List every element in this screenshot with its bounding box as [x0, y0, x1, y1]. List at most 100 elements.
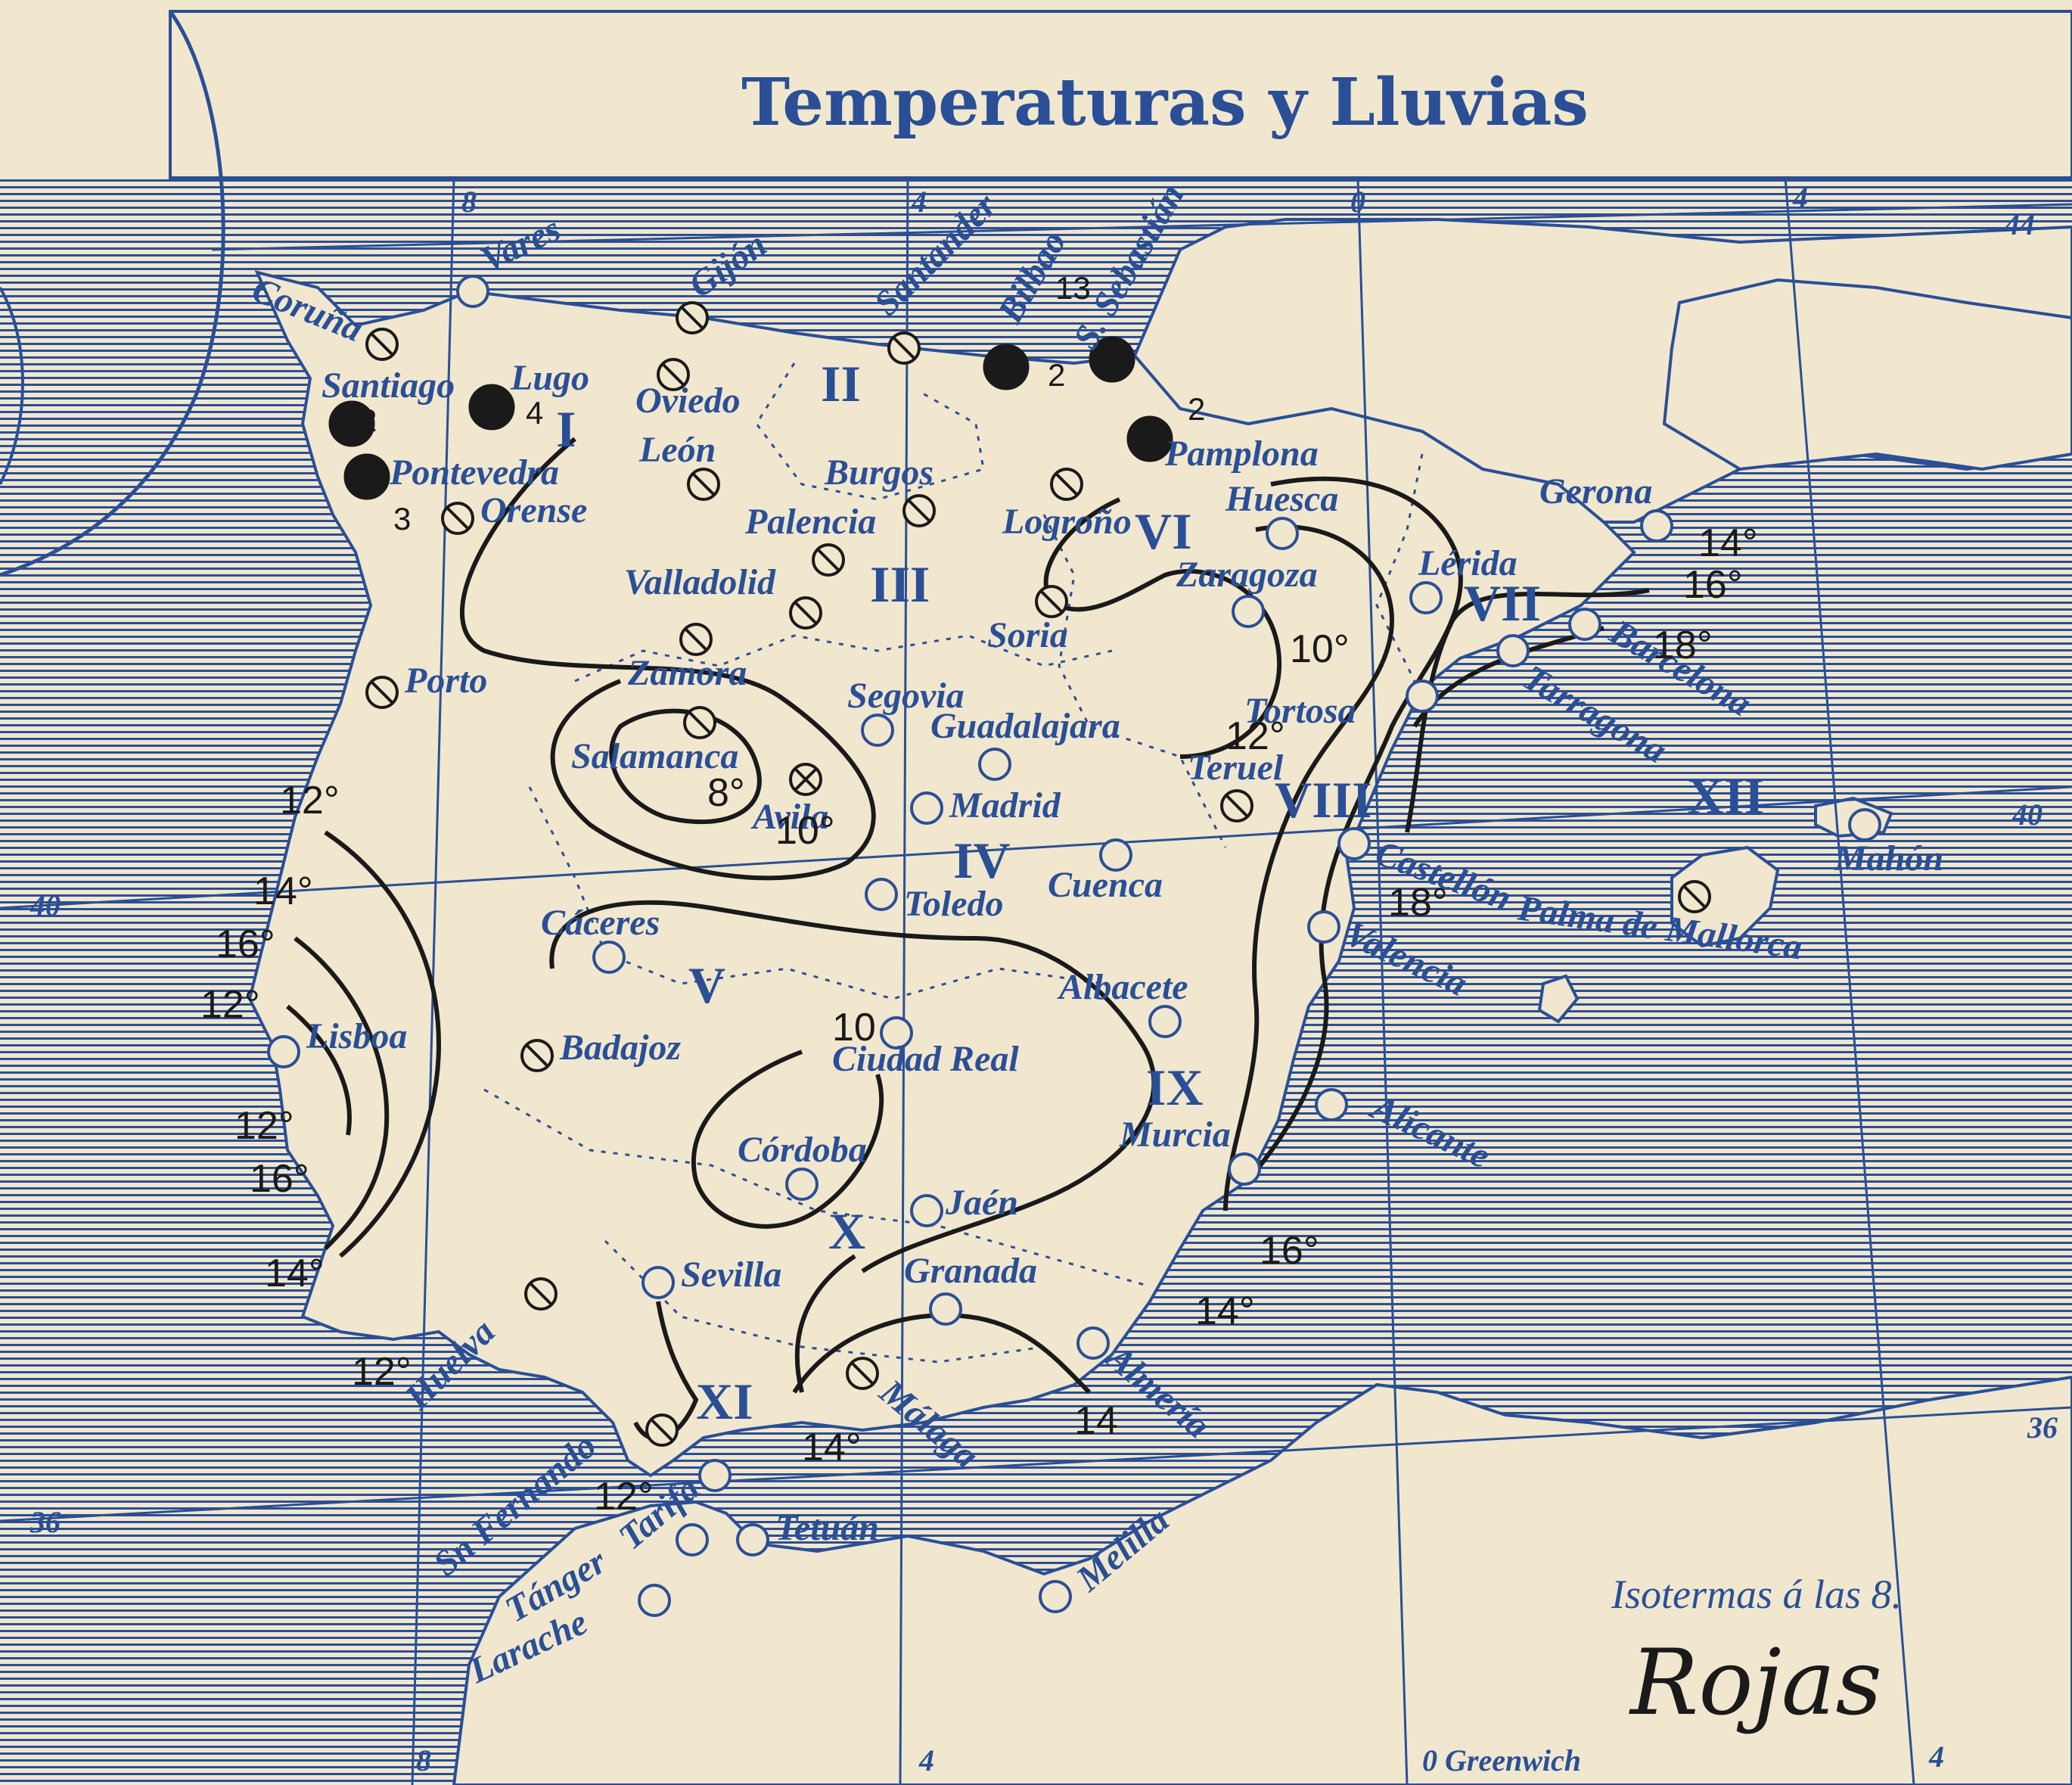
station-marker	[1315, 1088, 1348, 1121]
region-label: VI	[1135, 502, 1192, 560]
isotherm-label: 14°	[253, 869, 313, 913]
north-africa	[452, 1375, 2072, 1785]
region-label: V	[688, 956, 725, 1014]
city-label-soria: Soria	[987, 615, 1068, 655]
meridian-label: 4	[1928, 1740, 1944, 1774]
city-label-mahon: Mahón	[1834, 838, 1943, 879]
region-label: VII	[1464, 574, 1541, 632]
station-marker	[880, 1016, 913, 1050]
city-label-burgos: Burgos	[824, 452, 933, 493]
balearic-sea-coast	[1662, 278, 2072, 471]
station-marker	[929, 1292, 962, 1326]
city-label-zamora: Zamora	[627, 653, 747, 693]
rain-amounts: 2 2 2 4 3 13	[359, 270, 1205, 536]
region-label: XII	[1687, 767, 1764, 825]
city-label-ciudad-real: Ciudad Real	[832, 1039, 1019, 1079]
station-marker	[676, 301, 709, 334]
station-marker	[846, 1357, 879, 1390]
isotherm-label: 12°	[280, 779, 340, 823]
station-marker	[441, 502, 474, 535]
station-marker	[638, 1584, 671, 1617]
parallel-label: 40	[2011, 798, 2042, 832]
city-label-pontevedra: Pontevedra	[389, 452, 559, 493]
station-marker	[1337, 827, 1371, 860]
station-marker	[983, 344, 1030, 390]
station-marker	[1220, 789, 1253, 823]
isotherm-label: 16°	[250, 1157, 309, 1201]
station-marker	[468, 384, 515, 431]
isotherm-label: 12°	[1225, 714, 1285, 758]
station-marker	[1050, 468, 1083, 501]
city-label-cordoba: Córdoba	[738, 1130, 867, 1170]
station-marker	[789, 596, 822, 630]
station-markers	[267, 275, 1881, 1617]
isotherm-label: 12°	[200, 983, 260, 1027]
station-marker	[1089, 336, 1135, 383]
isotherm-label: 8°	[707, 771, 745, 815]
rain-amount-label: 2	[1048, 357, 1065, 393]
city-label-porto: Porto	[404, 661, 487, 701]
station-marker	[978, 748, 1011, 781]
station-marker	[902, 494, 936, 527]
rain-amount-label: 2	[359, 403, 377, 438]
city-label-lerida: Lérida	[1418, 543, 1517, 583]
station-marker	[910, 791, 943, 825]
station-marker	[1076, 1326, 1110, 1360]
station-marker	[1678, 880, 1711, 913]
region-label: I	[556, 400, 576, 458]
city-label-teruel: Teruel	[1188, 748, 1284, 788]
region-label: X	[828, 1202, 865, 1260]
isotherm-label: 18°	[1653, 624, 1713, 667]
city-label-tetuan: Tetuán	[775, 1508, 879, 1548]
station-marker	[524, 1277, 558, 1311]
isotherm-label: 14°	[802, 1426, 862, 1469]
city-label-toledo: Toledo	[904, 884, 1004, 924]
station-marker	[1409, 581, 1443, 614]
signature: Rojas	[1629, 1631, 1882, 1736]
station-marker	[861, 714, 894, 747]
parallel-label: 44	[2004, 207, 2035, 241]
city-label-huesca: Huesca	[1225, 479, 1338, 519]
region-label: IV	[953, 832, 1011, 889]
city-label-guadalajara: Guadalajara	[930, 706, 1120, 746]
city-label-orense: Orense	[480, 490, 587, 530]
city-label-badajoz: Badajoz	[559, 1028, 681, 1068]
isotherm-label: 16°	[216, 922, 275, 966]
station-marker	[676, 1523, 709, 1556]
parallel-label: 36	[2027, 1410, 2058, 1444]
meridian-label: 4	[918, 1743, 934, 1777]
station-marker	[687, 468, 720, 501]
isotherm-label: 10°	[775, 809, 835, 853]
city-label-murcia: Murcia	[1119, 1115, 1231, 1155]
inset-circle-border-inner	[0, 287, 24, 485]
city-label-segovia: Segovia	[847, 676, 965, 716]
legend-isotherms: Isotermas á las 8.	[1611, 1572, 1902, 1617]
city-label-lisboa: Lisboa	[306, 1016, 407, 1056]
city-label-albacete: Albacete	[1057, 967, 1188, 1007]
station-marker	[1307, 910, 1340, 944]
graticule-labels: 8 4 0 4 44 40 36 40 36 8 4 0 Greenwich 4	[30, 181, 2058, 1777]
station-marker	[1126, 415, 1173, 462]
region-labels: I II III IV V VI VII VIII IX X XI XII	[556, 355, 1764, 1430]
city-label-salamanca: Salamanca	[571, 736, 738, 776]
parallel-label: 40	[30, 888, 61, 922]
isotherm-label: 16°	[1683, 563, 1743, 607]
city-label-sevilla: Sevilla	[681, 1255, 781, 1295]
station-marker	[1148, 1005, 1182, 1038]
rain-amount-label: 4	[526, 395, 543, 431]
station-marker	[887, 331, 921, 365]
city-label-madrid: Madrid	[949, 785, 1061, 826]
station-marker	[456, 275, 489, 308]
station-marker	[1568, 608, 1601, 641]
city-label-granada: Granada	[904, 1251, 1037, 1291]
station-marker	[1266, 517, 1299, 550]
station-marker	[679, 623, 713, 656]
station-marker	[328, 400, 375, 447]
station-marker	[736, 1523, 769, 1556]
region-label: VIII	[1275, 771, 1372, 829]
city-label-gerona: Gerona	[1539, 471, 1652, 512]
station-marker	[1406, 679, 1439, 713]
isotherm-label: 16°	[1260, 1229, 1319, 1273]
meridian-label: 0	[1350, 185, 1365, 219]
